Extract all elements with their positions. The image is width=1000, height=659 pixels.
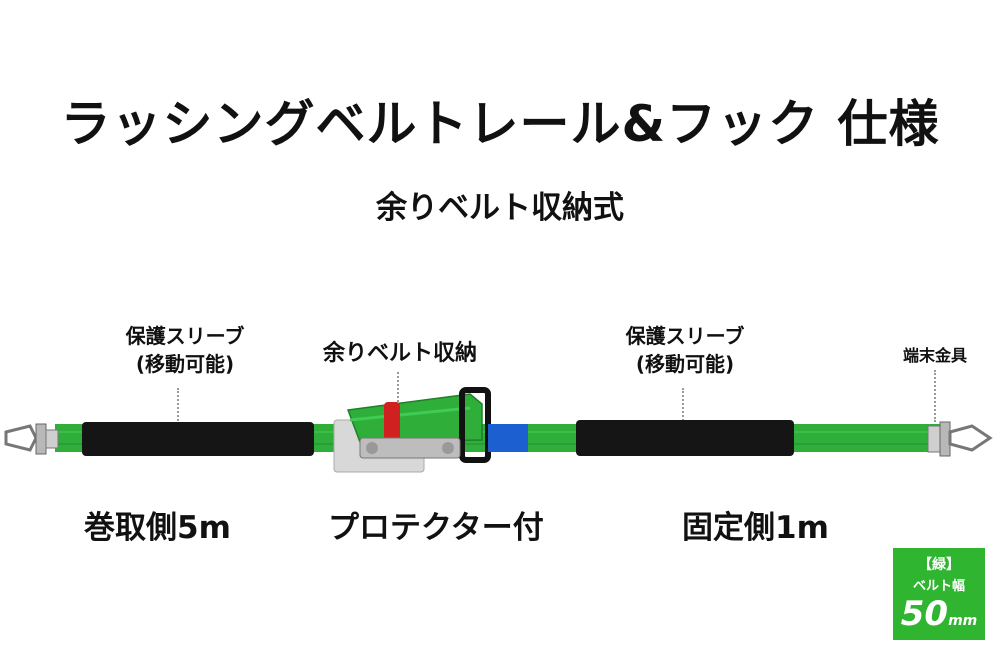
leader-line-ratchet bbox=[397, 372, 399, 402]
label-sleeve-right-line1: 保護スリーブ bbox=[625, 324, 745, 348]
protective-sleeve-right bbox=[576, 420, 794, 456]
blue-band bbox=[488, 424, 528, 452]
label-sleeve-left-line1: 保護スリーブ bbox=[125, 324, 245, 348]
badge-width-number: 50 bbox=[900, 594, 949, 634]
label-ratchet: 余りベルト収納 bbox=[322, 341, 477, 366]
label-fixed-side: 固定側1m bbox=[682, 510, 829, 546]
leader-line-sleeve-left bbox=[177, 388, 179, 428]
badge-width-label: ベルト幅 bbox=[912, 579, 965, 594]
leader-line-sleeve-right bbox=[682, 388, 684, 424]
protective-sleeve-left bbox=[82, 422, 314, 456]
label-sleeve-left: 保護スリーブ (移動可能) bbox=[100, 322, 270, 378]
label-sleeve-right: 保護スリーブ (移動可能) bbox=[600, 322, 770, 378]
label-sleeve-right-line2: (移動可能) bbox=[635, 352, 735, 376]
lashing-belt-illustration bbox=[4, 387, 993, 473]
ratchet-buckle bbox=[333, 387, 491, 473]
right-end-fitting bbox=[927, 421, 993, 457]
belt-width-badge: 【緑】 ベルト幅 50mm bbox=[893, 548, 985, 640]
left-end-fitting bbox=[4, 423, 59, 455]
label-end-fitting: 端末金具 bbox=[902, 346, 967, 365]
badge-width-unit: mm bbox=[948, 613, 978, 629]
badge-color-label: 【緑】 bbox=[918, 557, 960, 573]
page-title: ラッシングベルトレール&フック 仕様 bbox=[60, 95, 940, 153]
leader-line-end-fitting bbox=[934, 370, 936, 422]
label-winding-side: 巻取側5m bbox=[84, 510, 231, 546]
page-subtitle: 余りベルト収納式 bbox=[376, 190, 624, 226]
label-protector: プロテクター付 bbox=[328, 510, 544, 546]
label-sleeve-left-line2: (移動可能) bbox=[135, 352, 235, 376]
badge-width-value: 50mm bbox=[893, 594, 985, 641]
